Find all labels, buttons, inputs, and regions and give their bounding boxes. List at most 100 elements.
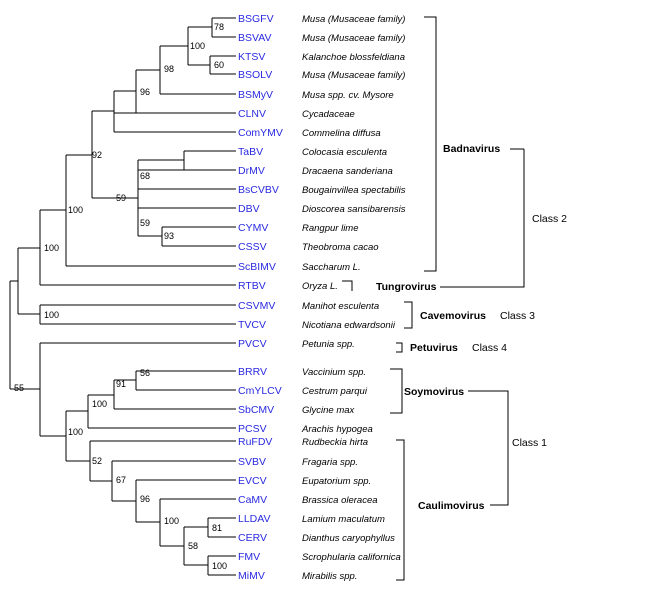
genus-label-tungrovirus: Tungrovirus [376,281,437,293]
taxon-host: Scrophularia californica [302,552,401,563]
taxon-host: Rangpur lime [302,223,359,234]
bootstrap-value: 93 [164,231,174,241]
bootstrap-value: 96 [140,87,150,97]
taxon-host: Cycadaceae [302,109,355,120]
taxon-abbreviation: BSOLV [238,69,272,81]
bootstrap-value: 59 [140,218,150,228]
taxon-host: Arachis hypogea [301,424,373,435]
taxon-abbreviation: TVCV [238,319,266,331]
bootstrap-value: 55 [14,383,24,393]
bootstrap-value: 100 [68,427,83,437]
bootstrap-value: 78 [214,22,224,32]
taxon-host: Fragaria spp. [302,457,358,468]
bootstrap-value: 92 [92,150,102,160]
genus-label-caulimovirus: Caulimovirus [418,500,485,512]
taxon-abbreviation: FMV [238,551,260,563]
bootstrap-value: 100 [44,310,59,320]
bootstrap-value: 96 [140,494,150,504]
bootstrap-value: 100 [190,41,205,51]
taxon-abbreviation: ComYMV [238,127,283,139]
taxon-abbreviation: SVBV [238,456,266,468]
taxon-abbreviation: KTSV [238,51,265,63]
taxon-host: Colocasia esculenta [302,147,387,158]
tree-branches [9,17,236,576]
taxon-host: Cestrum parqui [302,386,368,397]
taxon-abbreviation: CLNV [238,108,266,120]
taxon-abbreviation: BsCVBV [238,184,279,196]
bootstrap-value: 68 [140,171,150,181]
bootstrap-value: 52 [92,456,102,466]
taxon-abbreviation: CSVMV [238,300,275,312]
taxon-host: Rudbeckia hirta [302,437,368,448]
taxon-abbreviation: BSVAV [238,32,271,44]
class-label-1: Class 1 [512,437,547,449]
taxon-host: Oryza L. [302,281,338,292]
genus-label-badnavirus: Badnavirus [443,143,500,155]
taxon-host: Dracaena sanderiana [302,166,393,177]
taxon-abbreviation: CSSV [238,241,267,253]
taxon-host: Bougainvillea spectabilis [302,185,406,196]
taxon-host: Musa (Musaceae family) [302,70,405,81]
taxon-host: Petunia spp. [302,339,355,350]
taxon-abbreviation: EVCV [238,475,267,487]
bootstrap-value: 100 [44,243,59,253]
taxon-host: Musa (Musaceae family) [302,33,405,44]
taxon-abbreviation: SbCMV [238,404,274,416]
taxon-abbreviation: MiMV [238,570,265,582]
taxon-host: Glycine max [302,405,356,416]
taxon-host: Manihot esculenta [302,301,379,312]
class-labels: Class 2 Class 3 Class 4 Class 1 [472,213,567,449]
taxon-host: Dioscorea sansibarensis [302,204,406,215]
bootstrap-value: 100 [92,399,107,409]
taxon-host: Theobroma cacao [302,242,379,253]
genus-label-petuvirus: Petuvirus [410,342,458,354]
taxon-host: Kalanchoe blossfeldiana [302,52,405,63]
taxon-abbreviation: BSGFV [238,13,274,25]
taxon-host: Saccharum L. [302,262,361,273]
taxon-host: Mirabilis spp. [302,571,357,582]
taxon-abbreviation: PVCV [238,338,267,350]
taxon-host: Nicotiana edwardsonii [302,320,396,331]
taxon-abbreviation: CYMV [238,222,268,234]
taxon-host: Brassica oleracea [302,495,378,506]
bootstrap-value: 56 [140,368,150,378]
bootstrap-value: 100 [68,205,83,215]
taxon-abbreviation: ScBIMV [238,261,276,273]
class-label-2: Class 2 [532,213,567,225]
class-label-4: Class 4 [472,342,507,354]
taxon-abbreviation: DrMV [238,165,265,177]
taxon-abbreviation: DBV [238,203,260,215]
bootstrap-value: 98 [164,64,174,74]
taxon-abbreviation: BSMyV [238,89,273,101]
taxon-abbreviation: CaMV [238,494,267,506]
genus-brackets [342,16,525,581]
bootstrap-value: 91 [116,379,126,389]
taxon-abbreviation: RuFDV [238,436,272,448]
bootstrap-value: 58 [188,541,198,551]
bootstrap-values: 78 100 60 98 96 92 68 59 59 93 100 100 1… [14,22,227,571]
taxon-host: Musa (Musaceae family) [302,14,405,25]
taxon-host: Commelina diffusa [302,128,381,139]
taxon-host: Eupatorium spp. [302,476,371,487]
bootstrap-value: 59 [116,193,126,203]
bootstrap-value: 67 [116,475,126,485]
taxon-host: Musa spp. cv. Mysore [302,90,394,101]
bootstrap-value: 81 [212,523,222,533]
taxon-abbreviation: TaBV [238,146,263,158]
genus-labels: Badnavirus Tungrovirus Cavemovirus Petuv… [376,143,500,512]
taxon-abbreviation: RTBV [238,280,266,292]
bootstrap-value: 60 [214,60,224,70]
taxon-abbreviation: CmYLCV [238,385,282,397]
taxon-abbreviation: LLDAV [238,513,271,525]
genus-label-cavemovirus: Cavemovirus [420,310,486,322]
taxon-labels: BSGFV Musa (Musaceae family) BSVAV Musa (Mu… [238,13,406,582]
taxon-abbreviation: BRRV [238,366,267,378]
taxon-host: Vaccinium spp. [302,367,366,378]
bootstrap-value: 100 [212,561,227,571]
taxon-abbreviation: PCSV [238,423,267,435]
taxon-host: Dianthus caryophyllus [302,533,395,544]
genus-label-soymovirus: Soymovirus [404,386,464,398]
bootstrap-value: 100 [164,516,179,526]
class-label-3: Class 3 [500,310,535,322]
